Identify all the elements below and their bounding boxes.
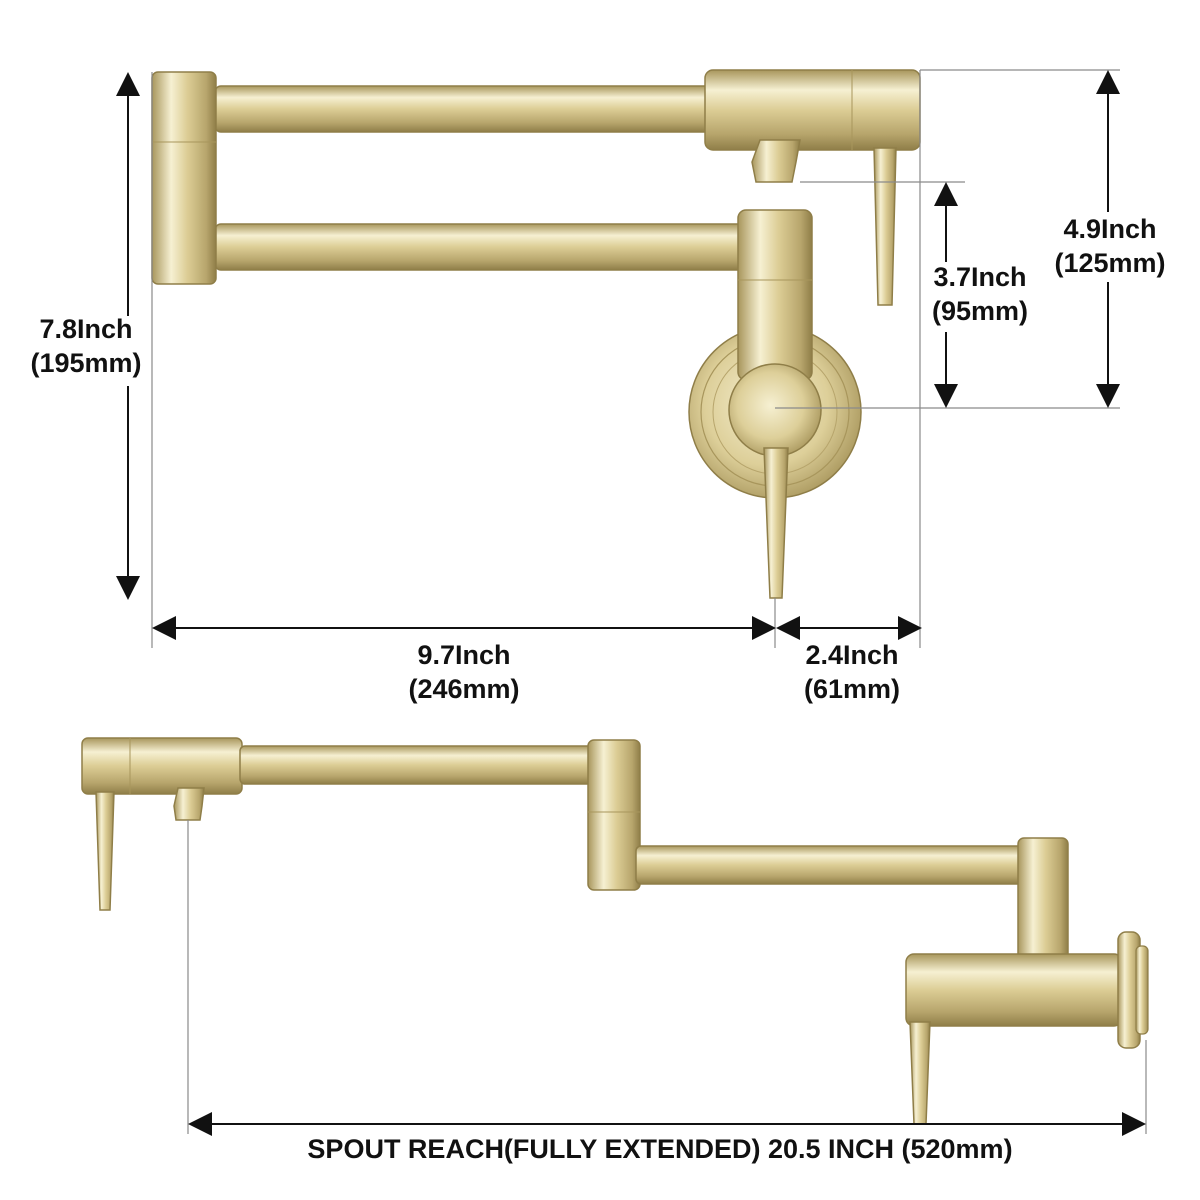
spout-lever-extended — [95, 791, 115, 911]
middle-joint — [587, 739, 641, 891]
overall-height-inch: 7.8Inch — [39, 314, 132, 344]
faucet-folded-view — [151, 69, 921, 599]
upper-arm — [214, 85, 716, 133]
lower-arm — [214, 223, 756, 271]
offset-inch: 2.4Inch — [805, 640, 898, 670]
spout-lever — [873, 147, 897, 306]
arm-length-mm: (246mm) — [408, 674, 519, 704]
aerator-extended — [173, 787, 205, 821]
arrows-bottom — [188, 1112, 1146, 1136]
riser — [737, 209, 813, 381]
faucet-extended-view — [81, 737, 1149, 1125]
dimension-lines-bottom — [187, 820, 1147, 1134]
spout-to-center-mm: (95mm) — [932, 296, 1028, 326]
arm-length-inch: 9.7Inch — [417, 640, 510, 670]
spout-body-extended — [81, 737, 243, 795]
spout-body — [704, 69, 921, 151]
first-arm-extended — [239, 745, 601, 785]
left-joint — [151, 71, 217, 285]
base-body — [905, 953, 1123, 1027]
wall-hub — [728, 363, 822, 457]
right-riser — [1017, 837, 1069, 973]
arm-height-inch: 4.9Inch — [1063, 214, 1156, 244]
spout-reach-label: SPOUT REACH(FULLY EXTENDED) 20.5 INCH (5… — [307, 1134, 1012, 1164]
arm-height-mm: (125mm) — [1054, 248, 1165, 278]
second-arm-extended — [635, 845, 1027, 885]
aerator — [751, 139, 801, 183]
spout-to-center-inch: 3.7Inch — [933, 262, 1026, 292]
overall-height-mm: (195mm) — [30, 348, 141, 378]
wall-lever — [763, 447, 789, 599]
dimension-lines-top — [151, 69, 1120, 648]
arrows-top — [116, 70, 1120, 640]
offset-mm: (61mm) — [804, 674, 900, 704]
base-lever-extended — [909, 1021, 931, 1125]
